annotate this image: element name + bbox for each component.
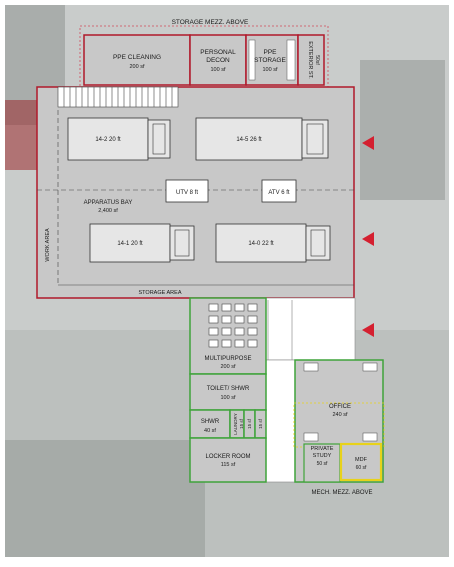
toilet-shwr-area: 100 sf [221,395,236,401]
vehicle-14-1: 14-1 20 ft [89,223,195,263]
background-smoke [360,60,445,200]
laundry-label: LAUNDRY [233,413,238,434]
shwr-area: 40 sf [204,428,216,434]
background-shadow [5,440,205,557]
ppe-storage-area: 100 sf [263,67,278,73]
ppe-storage-shelf-right [286,39,296,81]
mdf-area: 60 sf [356,465,367,471]
vehicle-label: 14-2 20 ft [95,137,121,143]
private-study-label-1: PRIVATE [311,446,334,452]
vehicle-label: 14-5 26 ft [236,137,262,143]
vehicle-14-0: 14-0 22 ft [215,223,331,263]
overhead-door-arrow [362,323,374,337]
overhead-door-arrow [362,232,374,246]
exterior-st-area: 50sf [314,55,320,65]
locker-room-area: 115 sf [221,462,236,468]
exterior-st-label: EXTERIOR ST. [307,41,313,79]
room-mdf [339,442,383,482]
corridor-south [264,359,296,483]
ppe-storage-label-1: PPE [263,49,277,56]
room-personal-decon [189,34,247,86]
laundry-area: 15 sf [239,418,244,429]
overhead-door-arrow [362,136,374,150]
mdf-label: MDF [355,457,368,463]
work-area-label: WORK AREA [45,228,51,262]
bay-stairs [57,86,179,108]
storage-mezz-label: STORAGE MEZZ. ABOVE [172,19,249,26]
locker-room-label: LOCKER ROOM [205,454,250,460]
small-a-area: 15 sf [247,418,252,429]
shwr-label: SHWR [201,419,220,425]
laundry-text-group: LAUNDRY 15 sf [233,413,244,434]
apparatus-bay-area: 2,400 sf [98,208,118,214]
multipurpose-area: 200 sf [221,364,236,370]
mech-mezz-label: MECH. MEZZ. ABOVE [311,490,372,496]
atv-box [261,179,297,203]
private-study-label-2: STUDY [313,453,332,459]
ppe-cleaning-area: 200 sf [130,64,145,70]
vehicle-14-5: 14-5 26 ft [195,117,329,161]
ppe-storage-label-2: STORAGE [254,57,286,64]
small-b-area: 15 sf [258,418,263,429]
vehicle-14-2: 14-2 20 ft [67,117,171,161]
room-locker-room [189,437,267,483]
private-study-area: 50 sf [317,461,328,467]
vehicle-label: 14-1 20 ft [117,241,143,247]
ppe-storage-shelf-left [248,39,256,81]
storage-area-label: STORAGE AREA [139,290,182,296]
utv-box [165,179,209,203]
multipurpose-label: MULTIPURPOSE [205,356,252,362]
personal-decon-label-2: DECON [206,57,230,64]
office-area: 240 sf [333,412,348,418]
ppe-cleaning-label: PPE CLEANING [113,54,161,61]
room-ppe-cleaning [83,34,191,86]
vehicle-label: 14-0 22 ft [248,241,274,247]
room-exterior-storage [297,34,325,86]
mech-mezz-outline [293,402,385,448]
corridor [264,297,356,361]
room-toilet-shwr [189,373,267,411]
utv-label: UTV 8 ft [176,190,198,196]
apparatus-bay-label: APPARATUS BAY [84,200,133,206]
exterior-st-text-group: EXTERIOR ST. 50sf [307,41,320,79]
personal-decon-area: 100 sf [211,67,226,73]
toilet-shwr-label: TOILET/ SHWR [207,386,250,392]
personal-decon-label-1: PERSONAL [200,49,236,56]
office-label: OFFICE [329,404,351,410]
multipurpose-tables [208,303,258,348]
atv-label: ATV 6 ft [268,190,290,196]
